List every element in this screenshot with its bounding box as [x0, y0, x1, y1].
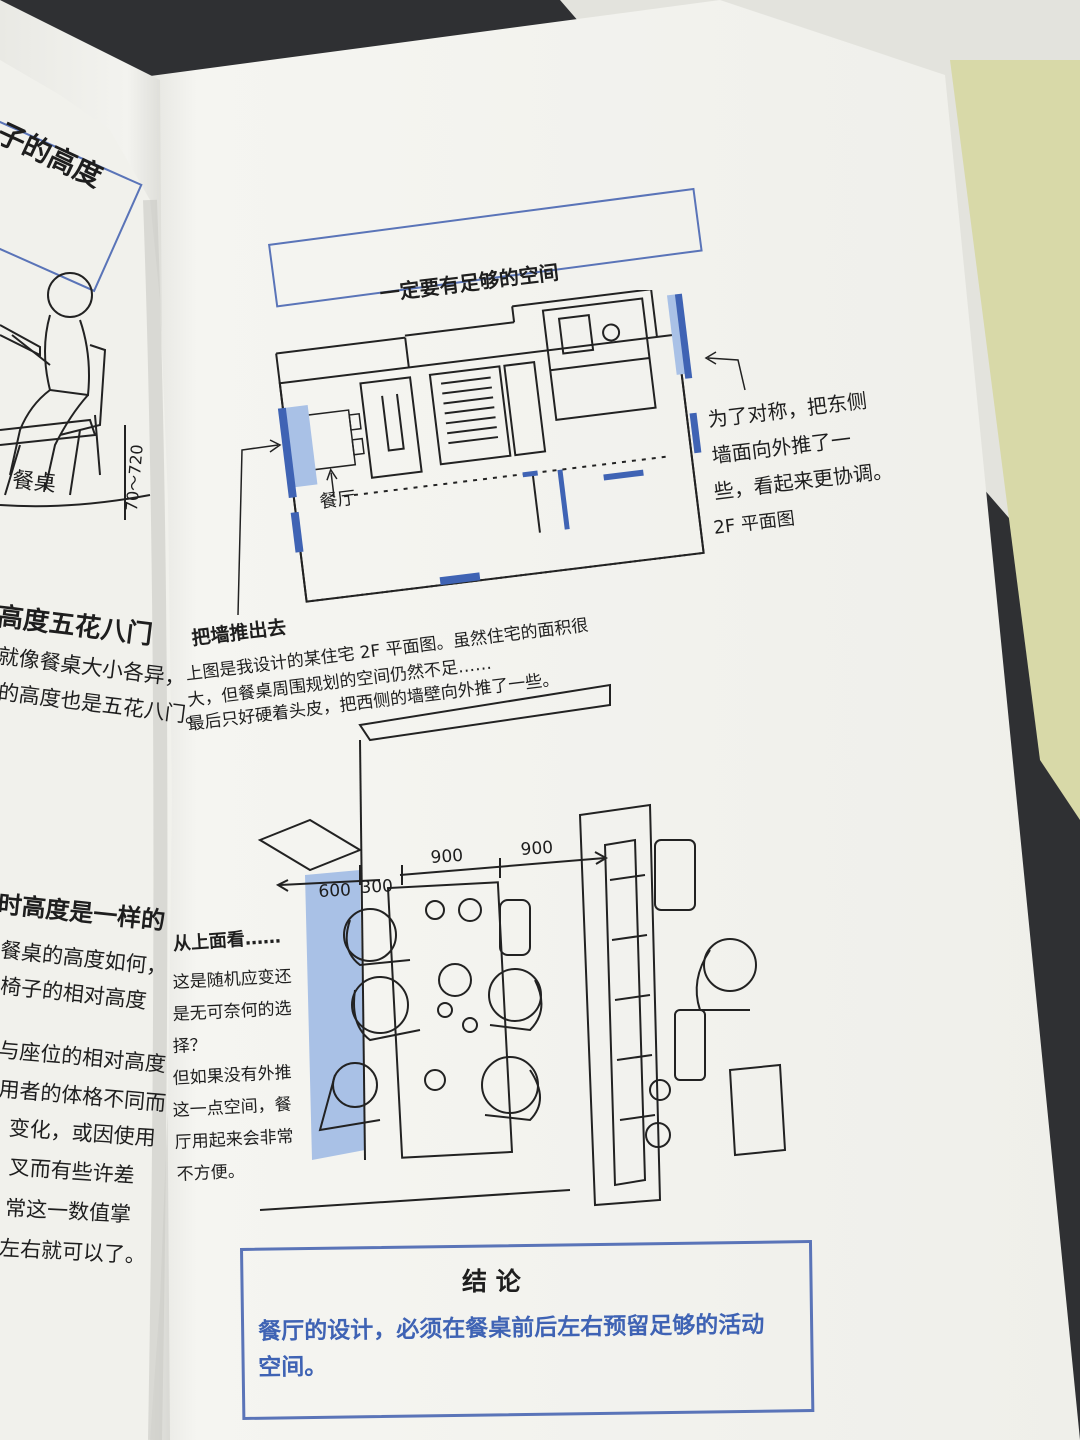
dim-900-right: 900	[520, 837, 554, 860]
dim-300: 300	[360, 876, 394, 898]
seated-person-illustration	[0, 272, 151, 520]
top-view-line3: 择？	[172, 1035, 208, 1057]
top-view-line7: 不方便。	[176, 1161, 246, 1185]
floor-plan-2f	[275, 290, 705, 603]
dim-900-left: 900	[430, 845, 464, 868]
conclusion-line2: 空间。	[258, 1354, 328, 1381]
top-view-illustration	[257, 683, 787, 1211]
conclusion-title: 结 论	[462, 1267, 521, 1296]
dim-600: 600	[318, 880, 352, 902]
figure-label-dining-table: 餐桌	[10, 467, 58, 498]
conclusion-line1: 餐厅的设计，必须在餐桌前后左右预留足够的活动	[258, 1311, 765, 1345]
leader-lines	[237, 351, 746, 616]
